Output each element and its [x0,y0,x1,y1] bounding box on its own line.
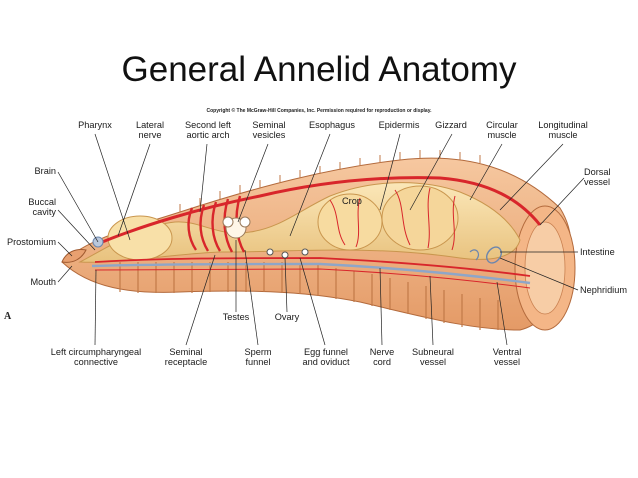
label-seminal-vesicles: Seminal vesicles [252,120,286,140]
label-longitudinal-muscle: Longitudinal muscle [538,120,588,140]
label-subneural-vessel: Subneural vessel [412,347,454,367]
body-segments [119,262,499,330]
label-testes: Testes [222,312,250,322]
label-dorsal-vessel: Dorsal vessel [584,167,611,187]
label-mouth: Mouth [30,277,56,287]
nerve-cord [91,262,531,285]
panel-letter: A [4,311,12,322]
label-buccal-cavity: Buccal cavity [28,197,56,217]
prostomium [61,249,87,263]
copyright-notice: Copyright © The McGraw-Hill Companies, I… [206,108,432,114]
label-gizzard: Gizzard [435,120,467,130]
label-nephridium: Nephridium [580,285,627,295]
reproductive-organs [222,216,309,259]
label-epidermis: Epidermis [378,120,420,130]
crop-label: Crop [342,196,362,206]
label-sperm-funnel: Sperm funnel [244,347,272,367]
label-left-circumpharyngeal-connective: Left circumpharyngeal connective [50,347,142,367]
label-egg-funnel-and-oviduct: Egg funnel and oviduct [302,347,350,367]
slide-title: General Annelid Anatomy [121,50,517,89]
leader-lines [57,133,585,346]
dorsal-segments [179,150,481,212]
label-ventral-vessel: Ventral vessel [492,347,522,367]
label-nerve-cord: Nerve cord [369,347,395,367]
label-prostomium: Prostomium [6,237,56,247]
subneural-vessel [94,268,531,289]
ventral-vessel [94,257,531,277]
label-ovary: Ovary [274,312,300,322]
label-esophagus: Esophagus [309,120,355,130]
label-intestine: Intestine [580,247,615,257]
label-pharynx: Pharynx [78,120,112,130]
label-lateral-nerve: Lateral nerve [135,120,165,140]
gizzard [381,185,459,251]
label-second-left-aortic-arch: Second left aortic arch [185,120,231,140]
nephridium [486,246,502,264]
pharynx [107,215,173,261]
dorsal-vessel [94,176,542,247]
label-brain: Brain [34,166,56,176]
label-seminal-receptacle: Seminal receptacle [164,347,208,367]
label-circular-muscle: Circular muscle [486,120,518,140]
